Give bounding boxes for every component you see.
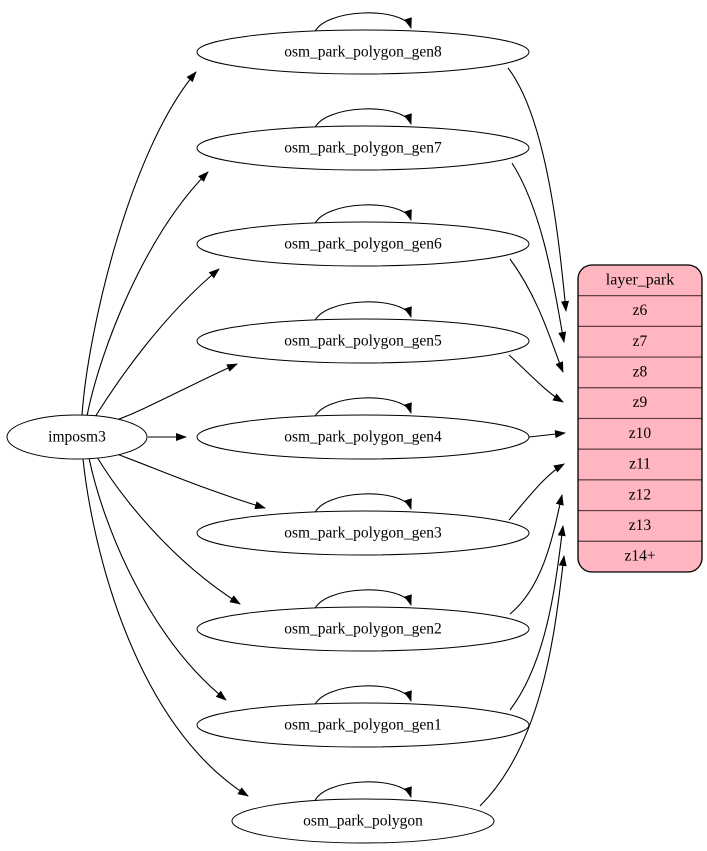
self-loop-gen4 [313,397,412,420]
node-park-polygon-shape[interactable] [231,798,495,844]
edges-from-imposm3 [81,71,266,797]
edge-imposm3-to-gen6 [94,268,220,418]
node-gen3-shape[interactable] [196,510,530,556]
self-loop-gen1 [313,685,412,708]
self-loop-gen7 [313,108,412,131]
edge-gen4-to-z10 [528,430,566,439]
layer-park-label-z14: z14+ [624,548,655,565]
layer-park-row-z7[interactable] [578,325,702,358]
edge-gen6-to-z8 [509,258,564,373]
layer-park-label-z6: z6 [633,302,648,319]
layer-park-label-z10: z10 [629,425,652,442]
layer-park-table-border [577,264,703,573]
node-gen2-shape[interactable] [196,606,530,652]
node-park-polygon-label: osm_park_polygon [303,813,423,830]
self-loop-gen8 [313,12,412,35]
node-gen6-shape[interactable] [196,221,530,267]
layer-park-table[interactable]: layer_park z6 z7 z8 z9 z10 z11 z12 z13 z… [577,264,703,573]
node-gen8-shape[interactable] [196,29,530,75]
node-gen4-label: osm_park_polygon_gen4 [284,429,442,446]
node-gen1-label: osm_park_polygon_gen1 [284,717,442,734]
node-imposm3-shape[interactable] [6,414,148,460]
layer-park-row-z14[interactable] [578,540,702,572]
edge-imposm3-to-gen2 [96,456,241,605]
edge-gen7-to-z7 [511,162,567,343]
self-loop-edges [313,12,412,804]
node-gen7-label: osm_park_polygon_gen7 [284,140,442,157]
node-osm-park-polygon[interactable]: osm_park_polygon [231,798,495,844]
layer-park-row-z11[interactable] [578,448,702,481]
node-osm-park-polygon-gen6[interactable]: osm_park_polygon_gen6 [196,221,530,267]
layer-park-row-z13[interactable] [578,510,702,542]
edge-imposm3-to-gen8 [81,71,197,416]
node-gen2-label: osm_park_polygon_gen2 [284,621,442,638]
edges-to-layer-park [479,67,570,807]
edge-gen5-to-z9 [508,354,564,403]
node-osm-park-polygon-gen7[interactable]: osm_park_polygon_gen7 [196,125,530,171]
self-loop-gen6 [313,204,412,227]
edge-gen2-to-z12 [509,494,564,615]
node-gen1-shape[interactable] [196,702,530,748]
edge-imposm3-to-gen7 [86,171,209,417]
node-gen5-label: osm_park_polygon_gen5 [284,333,442,350]
layer-park-cells [578,265,702,572]
node-gen8-label: osm_park_polygon_gen8 [284,44,442,61]
layer-park-header-label: layer_park [606,272,674,289]
node-osm-park-polygon-gen5[interactable]: osm_park_polygon_gen5 [196,318,530,364]
layer-park-label-z7: z7 [633,333,648,350]
edge-imposm3-to-gen3 [113,452,266,509]
node-osm-park-polygon-gen3[interactable]: osm_park_polygon_gen3 [196,510,530,556]
edge-gen8-to-z6 [507,67,570,312]
edge-imposm3-to-gen5 [113,363,238,422]
node-gen4-shape[interactable] [196,414,530,460]
node-gen3-label: osm_park_polygon_gen3 [284,525,442,542]
self-loop-park-polygon [313,781,412,804]
graph-nodes: imposm3 osm_park_polygon_gen8 osm_park_p… [6,29,530,844]
edge-imposm3-to-park-polygon [82,458,249,797]
self-loop-gen2 [313,589,412,612]
layer-park-label-z11: z11 [629,456,651,473]
node-gen5-shape[interactable] [196,318,530,364]
node-osm-park-polygon-gen8[interactable]: osm_park_polygon_gen8 [196,29,530,75]
layer-park-label-z13: z13 [629,517,652,534]
node-osm-park-polygon-gen1[interactable]: osm_park_polygon_gen1 [196,702,530,748]
edge-gen1-to-z13 [509,525,566,711]
node-gen6-label: osm_park_polygon_gen6 [284,236,442,253]
node-osm-park-polygon-gen4[interactable]: osm_park_polygon_gen4 [196,414,530,460]
layer-park-label-z9: z9 [633,394,648,411]
node-gen7-shape[interactable] [196,125,530,171]
self-loop-gen5 [313,301,412,324]
layer-park-row-z12[interactable] [578,479,702,512]
node-osm-park-polygon-gen2[interactable]: osm_park_polygon_gen2 [196,606,530,652]
layer-park-label-z12: z12 [629,486,651,503]
layer-park-row-z10[interactable] [578,417,702,450]
edge-park-polygon-to-z14 [479,555,567,807]
self-loop-gen3 [313,493,412,516]
layer-park-row-z9[interactable] [578,387,702,420]
node-imposm3[interactable]: imposm3 [6,414,148,460]
node-imposm3-label: imposm3 [48,429,106,446]
edge-imposm3-to-gen1 [88,457,227,701]
edge-gen3-to-z11 [508,463,565,521]
layer-park-label-z8: z8 [633,363,648,380]
